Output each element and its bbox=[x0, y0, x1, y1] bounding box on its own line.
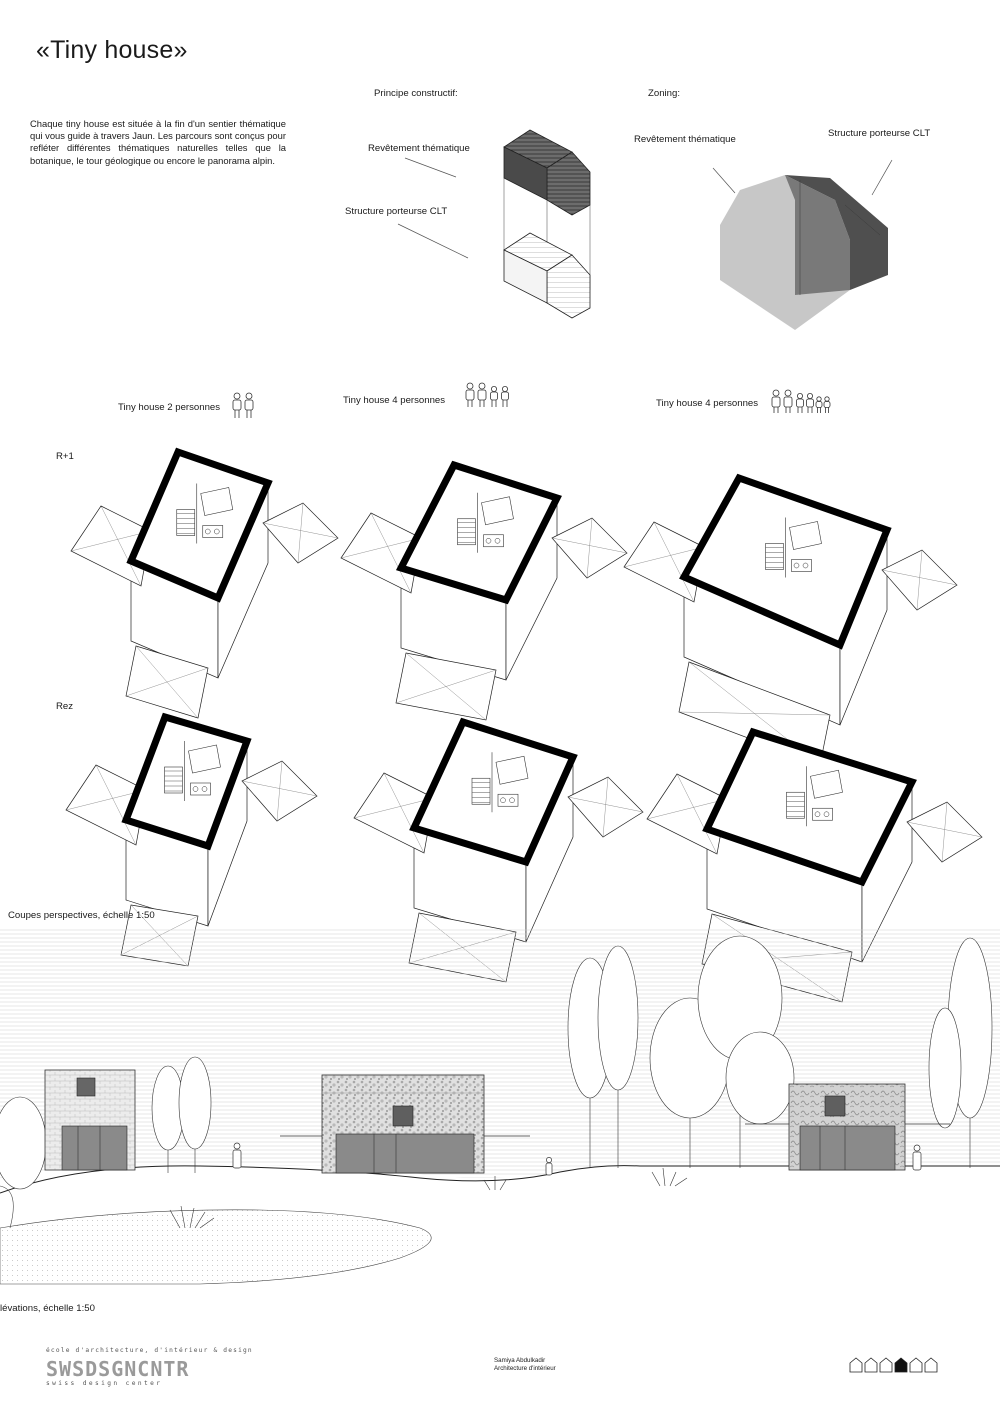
series-mark bbox=[909, 1357, 923, 1373]
person-icon bbox=[501, 385, 509, 407]
program-name: Architecture d'intérieur bbox=[494, 1365, 556, 1372]
construction-cladding-label: Revêtement thématique bbox=[368, 143, 470, 154]
zoning-heading: Zoning: bbox=[648, 88, 680, 99]
intro-paragraph: Chaque tiny house est située à la fin d'… bbox=[30, 118, 286, 166]
elevation-drawing bbox=[0, 928, 1000, 1298]
person-icon bbox=[232, 392, 242, 418]
zoning-structure-label: Structure porteurse CLT bbox=[828, 128, 931, 139]
person-icon bbox=[477, 382, 487, 407]
series-mark-active bbox=[894, 1357, 908, 1373]
person-icon bbox=[244, 392, 254, 418]
variant-label-3: Tiny house 4 personnes bbox=[656, 398, 759, 409]
person-icon bbox=[465, 382, 475, 407]
series-house-marks bbox=[849, 1357, 938, 1373]
elevations-caption: lévations, échelle 1:50 bbox=[0, 1303, 95, 1314]
series-mark bbox=[849, 1357, 863, 1373]
person-icon bbox=[823, 396, 831, 413]
plan-upper-6p bbox=[623, 473, 958, 766]
construction-diagram bbox=[397, 129, 591, 319]
person-icon bbox=[783, 389, 793, 413]
school-tagline: école d'architecture, d'intérieur & desi… bbox=[46, 1347, 253, 1354]
plan-upper-4p bbox=[340, 460, 628, 721]
level-label-ground: Rez bbox=[56, 701, 74, 712]
series-mark bbox=[924, 1357, 938, 1373]
school-name: swiss design center bbox=[46, 1380, 163, 1387]
person-icon bbox=[796, 392, 804, 413]
construction-structure-label: Structure porteurse CLT bbox=[345, 206, 448, 217]
level-label-upper: R+1 bbox=[56, 451, 74, 462]
variant-label-2: Tiny house 4 personnes bbox=[343, 395, 446, 406]
people-icons bbox=[232, 382, 831, 418]
school-logo: SWSDSGNCNTR bbox=[46, 1357, 190, 1381]
person-icon bbox=[490, 385, 498, 407]
person-icon bbox=[815, 396, 823, 413]
sections-caption: Coupes perspectives, échelle 1:50 bbox=[8, 910, 155, 921]
author-name: Samiya Abdulkadir bbox=[494, 1357, 546, 1364]
plan-upper-2p bbox=[70, 447, 339, 719]
series-mark bbox=[864, 1357, 878, 1373]
zoning-diagram bbox=[712, 159, 893, 330]
person-icon bbox=[771, 389, 781, 413]
series-mark bbox=[879, 1357, 893, 1373]
zoning-cladding-label: Revêtement thématique bbox=[634, 134, 736, 145]
page-title: «Tiny house» bbox=[36, 36, 188, 64]
construction-heading: Principe constructif: bbox=[374, 88, 458, 99]
variant-label-1: Tiny house 2 personnes bbox=[118, 402, 221, 413]
axonometric-plans bbox=[65, 447, 983, 1003]
person-icon bbox=[806, 392, 814, 413]
